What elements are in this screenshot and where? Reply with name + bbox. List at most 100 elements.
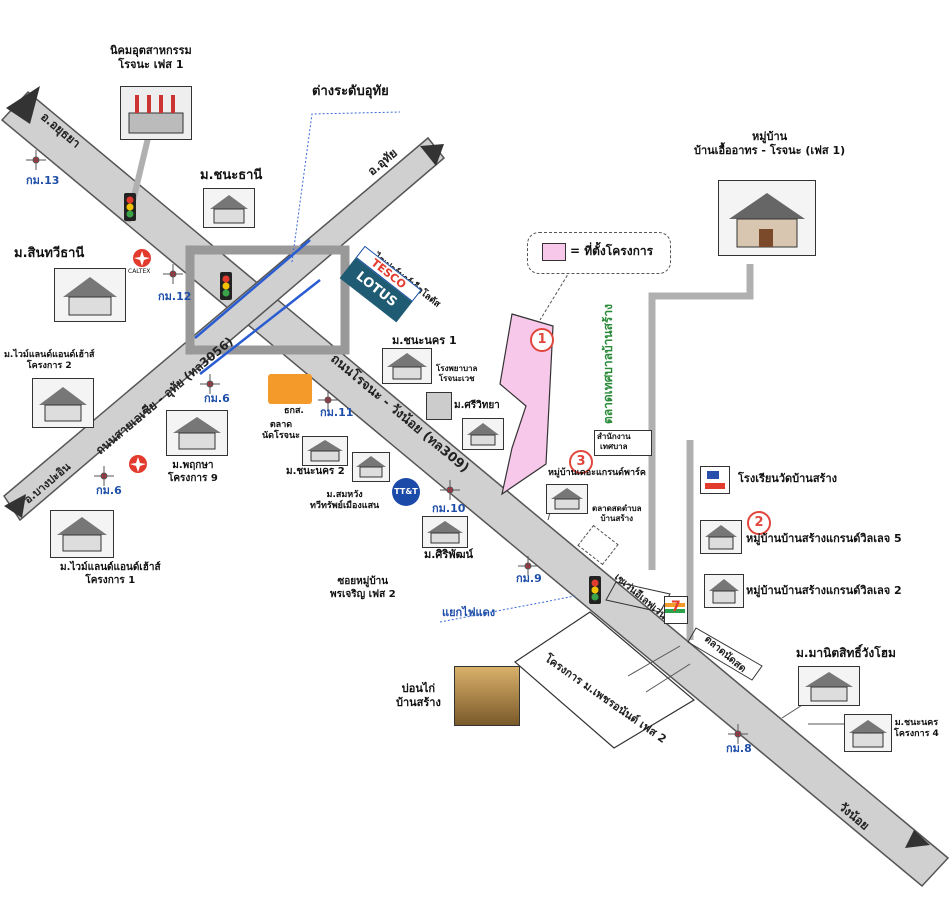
phanchai-label: ซอยหมู่บ้าน พรเจริญ เฟส 2 bbox=[330, 576, 396, 600]
km9-label: กม.9 bbox=[516, 572, 542, 585]
house-icon bbox=[166, 410, 228, 456]
plot-divider-1 bbox=[627, 645, 681, 677]
km-marker-icon bbox=[26, 150, 46, 170]
chanakorn1-label: ม.ชนะนคร 1 bbox=[392, 334, 457, 347]
house-icon bbox=[700, 520, 742, 554]
project1-left-label: ม.ไวม์แลนด์แอนด์เฮ้าส์ โครงการ 1 bbox=[60, 562, 161, 586]
house-icon bbox=[546, 484, 588, 514]
arrow-wangnoi-icon bbox=[905, 830, 930, 848]
pond-label: บ่อนไก่ บ้านสร้าง bbox=[396, 682, 441, 709]
intersection-label: แยกไฟแดง bbox=[442, 606, 496, 619]
overpass-label: ต่างระดับอุทัย bbox=[312, 84, 389, 99]
market-road-label: ตลาดเทศบาลบ้านสร้าง bbox=[601, 304, 615, 424]
chanakorn-right-label: ม.ชนะนคร โครงการ 4 bbox=[894, 718, 939, 740]
manit-label: ม.มานิตสิทธิ์วังโฮม bbox=[796, 646, 896, 660]
ttt-icon: TT&T bbox=[392, 478, 420, 506]
industrial-label: นิคมอุตสาหกรรม โรจนะ เฟส 1 bbox=[110, 44, 192, 71]
house-icon bbox=[50, 510, 114, 558]
chanakorn2-label: ม.ชนะนคร 2 bbox=[286, 466, 345, 477]
traffic-light-icon bbox=[124, 193, 136, 221]
house-icon bbox=[352, 452, 390, 482]
caltex-label: CALTEX bbox=[128, 268, 151, 275]
legend-box: = ที่ตั้งโครงการ bbox=[527, 232, 671, 274]
traffic-light-icon bbox=[220, 272, 232, 300]
prueksa-label: ม.พฤกษา โครงการ 9 bbox=[168, 460, 218, 484]
seven-icon-text: 7 bbox=[671, 599, 681, 615]
rooster-photo bbox=[454, 666, 520, 726]
chanathani-label: ม.ชนะธานี bbox=[200, 168, 263, 183]
km-marker-icon bbox=[518, 556, 538, 576]
arrow-ayutthaya-icon bbox=[6, 86, 40, 124]
sriwithaya-label: ม.ศรีวิทยา bbox=[454, 400, 500, 411]
km12-label: กม.12 bbox=[158, 290, 192, 303]
project-center-label: โครงการ ม.เพชรอนันต์ เฟส 2 bbox=[541, 650, 669, 745]
km-marker-icon bbox=[94, 466, 114, 486]
km11-label: กม.11 bbox=[320, 406, 354, 419]
km6b-label: กม.6 bbox=[96, 484, 122, 497]
caltex-icon bbox=[124, 452, 152, 484]
km-marker-icon bbox=[163, 264, 183, 284]
school-icon bbox=[700, 466, 730, 494]
caltex-icon: CALTEX bbox=[128, 246, 156, 278]
project-badge-2: 2 bbox=[747, 511, 771, 535]
bank-label: ธกส. bbox=[284, 406, 304, 416]
arrow-bangpahan-icon bbox=[4, 494, 26, 518]
road-village-top bbox=[648, 264, 754, 570]
project2-left-label: ม.ไวม์แลนด์แอนด์เฮ้าส์ โครงการ 2 bbox=[4, 350, 95, 372]
house-icon bbox=[54, 268, 126, 322]
km13-label: กม.13 bbox=[26, 174, 60, 187]
traffic-light-icon bbox=[589, 576, 601, 604]
house-icon bbox=[382, 348, 432, 384]
house-icon bbox=[844, 714, 892, 752]
km6a-label: กม.6 bbox=[204, 392, 230, 405]
house-icon bbox=[718, 180, 816, 256]
hospital-icon bbox=[426, 392, 452, 420]
sinthawi-label: ม.สินทวีธานี bbox=[14, 246, 85, 261]
project-site-area bbox=[499, 313, 554, 496]
km8-label: กม.8 bbox=[726, 742, 752, 755]
project3-label: หมู่บ้านเดอะแกรนด์พาร์ค bbox=[548, 468, 646, 478]
legend-text: = ที่ตั้งโครงการ bbox=[570, 244, 654, 258]
interchange-ring bbox=[185, 245, 350, 355]
project-badge-3: 3 bbox=[569, 450, 593, 474]
house-icon bbox=[462, 418, 504, 450]
house-icon bbox=[422, 516, 468, 548]
house-icon bbox=[302, 436, 348, 466]
km10-label: กม.10 bbox=[432, 502, 466, 515]
village2-label: หมู่บ้านบ้านสร้างแกรนด์วิลเลจ 2 bbox=[746, 584, 902, 597]
overpass-line-1 bbox=[194, 239, 311, 339]
office-box: สำนักงาน เทศบาล bbox=[594, 430, 652, 456]
office-label: สำนักงาน เทศบาล bbox=[597, 432, 631, 451]
overpass-line-2 bbox=[199, 279, 321, 375]
arrow-uthai-icon bbox=[420, 144, 444, 166]
village-top-label: หมู่บ้าน บ้านเอื้ออาทร - โรจนะ (เฟส 1) bbox=[694, 130, 846, 157]
factory-icon bbox=[120, 86, 192, 140]
house-icon bbox=[704, 574, 744, 608]
market-lotus-icon bbox=[268, 374, 312, 404]
village5-label: หมู่บ้านบ้านสร้างแกรนด์วิลเลจ 5 bbox=[746, 532, 902, 545]
house-icon bbox=[203, 188, 255, 228]
house-icon bbox=[798, 666, 860, 706]
intersection-leader bbox=[439, 595, 576, 623]
km-marker-icon bbox=[728, 724, 748, 744]
sanchai-label: ม.สมหวัง ทวีทรัพย์เมืองแสน bbox=[310, 490, 380, 512]
siriphat-label: ม.ศิริพัฒน์ bbox=[424, 548, 474, 561]
hospital-label: โรงพยาบาล โรจนะเวช bbox=[436, 364, 478, 383]
seven-box bbox=[605, 581, 671, 613]
school-label: โรงเรียนวัดบ้านสร้าง bbox=[738, 472, 837, 485]
legend-leader bbox=[539, 270, 571, 321]
legend-swatch bbox=[542, 243, 566, 261]
school-market-label: ตลาดสดตำบล บ้านสร้าง bbox=[592, 504, 642, 523]
overpass-leader bbox=[291, 111, 401, 263]
project-center-plot bbox=[514, 611, 696, 749]
market-bottom-box bbox=[687, 627, 763, 681]
seven-eleven-icon: 7 bbox=[664, 596, 688, 624]
plot-divider-2 bbox=[645, 663, 691, 693]
km-marker-icon bbox=[200, 374, 220, 394]
project-badge-1: 1 bbox=[530, 328, 554, 352]
km-marker-icon bbox=[440, 480, 460, 500]
house-icon bbox=[32, 378, 94, 428]
km-marker-icon bbox=[318, 390, 338, 410]
market-lotus-label: ตลาด นัดโรจนะ bbox=[262, 420, 300, 442]
